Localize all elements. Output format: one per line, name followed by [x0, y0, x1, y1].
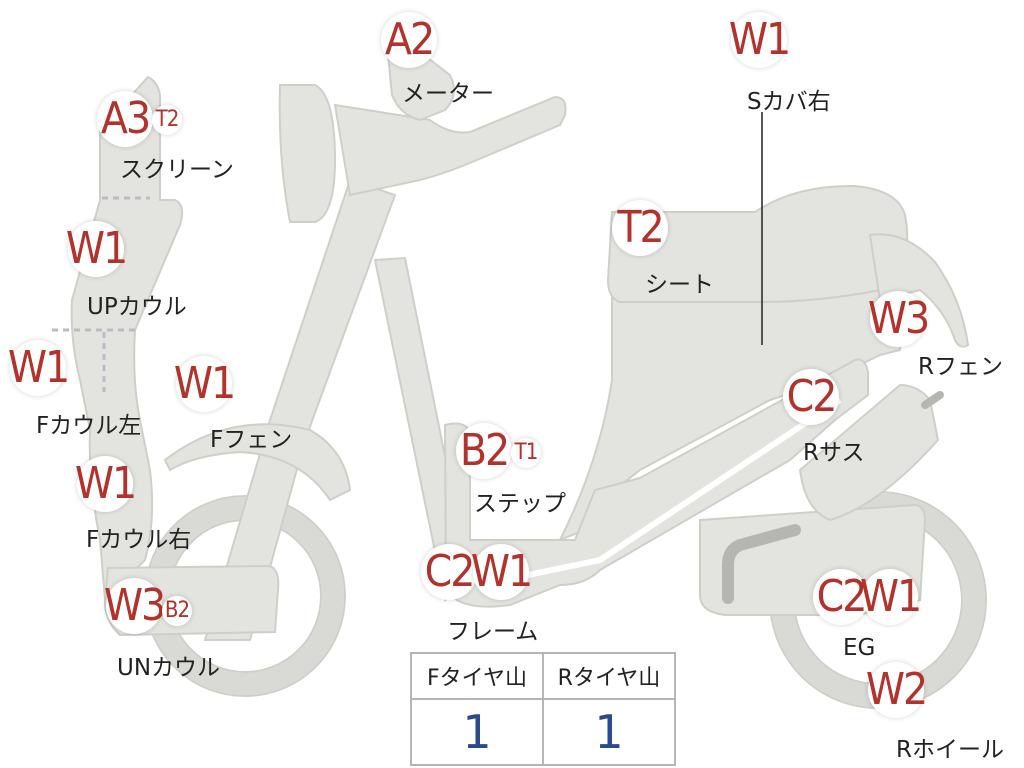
up-cowl-label: UPカウル	[87, 294, 187, 320]
screen-label: スクリーン	[120, 157, 234, 183]
rear-fender-code-badge-1: W3	[868, 291, 930, 347]
meter-label: メーター	[402, 81, 494, 107]
rear-wheel-code-badge-1: W2	[866, 662, 928, 718]
under-cowl-code-badge-2: B2	[162, 596, 192, 626]
engine-code-badge-1: C2	[813, 569, 869, 625]
rear-tire-tread-header: Rタイヤ山	[542, 652, 676, 700]
step-label: ステップ	[474, 491, 566, 517]
engine-code-badge-2: W1	[860, 569, 922, 625]
front-fender-shape	[163, 423, 352, 502]
under-cowl-code-badge-1: W3	[104, 578, 166, 634]
tire-tread-table: Fタイヤ山 Rタイヤ山 1 1	[410, 652, 676, 766]
headlight-shape	[278, 84, 337, 223]
seat-label: シート	[645, 272, 714, 298]
front-cowl-left-label: Fカウル左	[36, 413, 142, 439]
rear-fender-shape	[868, 233, 970, 348]
front-cowl-left-code-badge-1: W1	[8, 340, 70, 396]
front-cowl-right-label: Fカウル右	[86, 527, 192, 553]
front-fork-shape	[203, 178, 397, 641]
rear-fender-label: Rフェン	[918, 354, 1003, 380]
front-tire-tread-header: Fタイヤ山	[410, 652, 544, 700]
handlebar-shape	[333, 95, 567, 197]
rear-tire-tread-value: 1	[542, 698, 676, 766]
step-code-badge-1: B2	[456, 423, 512, 479]
front-tire-tread-value: 1	[410, 698, 544, 766]
frame-label: フレーム	[447, 619, 539, 645]
screen-code-badge-1: A3	[97, 91, 153, 147]
exhaust-pipe-shape	[722, 524, 801, 604]
rear-suspension-label: Rサス	[803, 440, 865, 466]
engine-label: EG	[843, 635, 876, 661]
front-cowl-right-code-badge-1: W1	[75, 456, 137, 512]
rear-suspension-code-badge-1: C2	[783, 369, 839, 425]
side-cover-right-code-badge-1: W1	[729, 12, 791, 68]
tire-tread-value-row: 1 1	[410, 698, 676, 766]
screen-code-badge-2: T2	[152, 105, 182, 135]
tire-tread-header-row: Fタイヤ山 Rタイヤ山	[410, 652, 676, 700]
side-cover-right-label: Sカバ右	[747, 89, 831, 115]
meter-code-badge-1: A2	[381, 12, 437, 68]
seat-code-badge-1: T2	[612, 200, 668, 256]
up-cowl-code-badge-1: W1	[66, 221, 128, 277]
under-cowl-label: UNカウル	[117, 655, 221, 681]
frame-code-badge-1: C2	[421, 544, 477, 600]
front-fender-label: Fフェン	[210, 427, 293, 453]
front-fender-code-badge-1: W1	[174, 356, 236, 412]
rear-wheel-label: Rホイール	[896, 737, 1004, 763]
shock-bolt	[921, 391, 944, 409]
frame-code-badge-2: W1	[471, 544, 533, 600]
step-code-badge-2: T1	[511, 438, 541, 468]
rear-suspension-shape	[798, 383, 940, 522]
